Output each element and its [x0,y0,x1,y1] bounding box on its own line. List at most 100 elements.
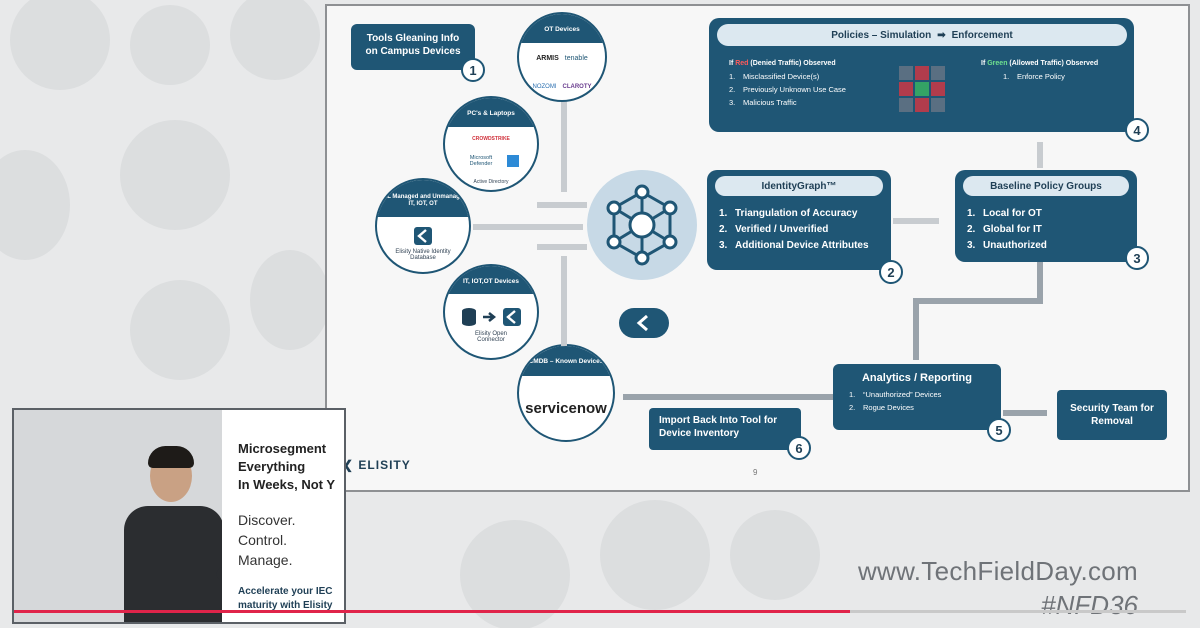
speaker-video: Microsegment Everything In Weeks, Not Y … [12,408,346,624]
connector-line [893,218,939,224]
policies-title-end: Enforcement [951,29,1013,41]
armis-logo: ARMIS [536,54,559,62]
banner-word: Manage. [238,552,293,568]
database-icon [462,308,476,327]
elisity-brand: ❮ ELISITY [343,458,411,472]
analytics-title: Analytics / Reporting [861,372,973,384]
policy-red-item: 1.Misclassified Device(s) [729,72,820,81]
conference-banner: Microsegment Everything In Weeks, Not Y … [222,410,344,622]
baseline-box: Baseline Policy Groups 1.Local for OT 2.… [955,170,1137,262]
ot-devices-node: OT Devices ARMIS tenable NOZOMI CLAROTY [517,12,607,102]
policies-title-start: Policies – Simulation [831,29,932,41]
presentation-slide: Tools Gleaning Info on Campus Devices 1 … [325,4,1190,492]
baseline-item: 3.Unauthorized [967,240,1047,251]
windows-icon [507,154,519,167]
connector-line [537,202,587,208]
policies-title: Policies – Simulation ➡ Enforcement [717,24,1127,46]
connector-line [561,102,567,192]
identity-hub [587,170,697,280]
servicenow-logo: servicenow [525,399,607,417]
connector-line [473,224,583,230]
connector-line [561,256,567,346]
techfieldday-url: www.TechFieldDay.com [857,556,1138,586]
managed-title: ALL Managed and Unmanaged IT, IOT, OT [377,180,469,217]
elisity-logo-icon [414,227,432,246]
connector-line [1037,142,1043,168]
step-number-1: 1 [461,58,485,82]
background-pattern-circle [250,250,330,350]
iot-caption: Elisity Open Connector [474,331,507,344]
background-pattern-circle [130,280,230,380]
background-pattern-circle [230,0,320,80]
background-pattern-circle [130,5,210,85]
arrow-right-icon: ➡ [937,29,946,41]
step-number-6: 6 [787,436,811,460]
banner-line: Microsegment [238,441,327,456]
policy-green-item: 1.Enforce Policy [1003,72,1065,81]
connector-line [537,244,587,250]
identity-item: 3.Additional Device Attributes [719,240,869,251]
import-label: Import Back Into Tool for Device Invento… [659,415,778,439]
baseline-title: Baseline Policy Groups [963,176,1129,196]
crowdstrike-logo: CROWDSTRIKE [472,136,510,143]
identitygraph-title: IdentityGraph™ [715,176,883,196]
slide-page-number: 9 [753,468,758,477]
identity-item: 2.Verified / Unverified [719,224,829,235]
background-pattern-circle [600,500,710,610]
arrow-right-icon [483,312,497,323]
baseline-item: 1.Local for OT [967,208,1042,219]
video-progress-played[interactable] [14,610,850,613]
banner-word: Control. [238,532,288,548]
connector-line [913,298,919,360]
policy-grid-icon [899,66,945,112]
policy-red-item: 2.Previously Unknown Use Case [729,85,846,94]
pcs-title: PC's & Laptops [445,98,537,128]
defender-logo: Microsoft Defender [469,154,493,167]
security-team-box: Security Team for Removal [1057,390,1167,440]
active-directory-label: Active Directory [473,178,509,185]
identitygraph-box: IdentityGraph™ 1.Triangulation of Accura… [707,170,891,270]
background-pattern-circle [120,120,230,230]
policies-box: Policies – Simulation ➡ Enforcement If R… [709,18,1134,132]
step-number-2: 2 [879,260,903,284]
connector-line [1037,262,1043,302]
network-hub-icon [606,184,678,266]
analytics-item: 1.“Unauthorized” Devices [849,390,942,399]
connector-line [913,298,1043,304]
analytics-box: Analytics / Reporting 1.“Unauthorized” D… [833,364,1001,430]
policies-green-section: If Green (Allowed Traffic) Observed 1.En… [981,60,1099,81]
tools-box-label: Tools Gleaning Info on Campus Devices [365,33,461,57]
banner-word: Discover. [238,512,296,528]
nozomi-logo: NOZOMI [532,84,557,91]
policy-red-item: 3.Malicious Traffic [729,98,797,107]
tenable-logo: tenable [564,54,588,62]
security-team-label: Security Team for Removal [1070,403,1154,427]
claroty-logo: CLAROTY [562,84,592,91]
step-number-4: 4 [1125,118,1149,142]
iot-devices-node: IT, IOT,OT Devices Elisity Open Connecto… [443,264,539,360]
connector-line [623,394,833,400]
cloud-icon [619,308,669,338]
policies-red-section: If Red (Denied Traffic) Observed 1.Miscl… [729,60,846,107]
cmdb-node: CMDB – Known Devices servicenow [517,344,615,442]
banner-line: In Weeks, Not Y [238,477,336,492]
video-progress-remaining[interactable] [850,610,1186,613]
event-hashtag: #NFD36 [1041,590,1138,620]
banner-line: Everything [238,459,306,474]
speaker-figure [104,446,284,622]
managed-devices-node: ALL Managed and Unmanaged IT, IOT, OT El… [375,178,471,274]
pcs-laptops-node: PC's & Laptops CROWDSTRIKE Microsoft Def… [443,96,539,192]
elisity-chevron-icon: ❮ [343,458,355,472]
iot-title: IT, IOT,OT Devices [445,266,537,294]
managed-caption: Elisity Native Identity Database [395,249,451,262]
import-box: Import Back Into Tool for Device Invento… [649,408,801,450]
background-pattern-circle [730,510,820,600]
banner-foot-line: maturity with Elisity [238,600,333,611]
identity-item: 1.Triangulation of Accuracy [719,208,858,219]
baseline-item: 2.Global for IT [967,224,1042,235]
tools-box: Tools Gleaning Info on Campus Devices [351,24,475,70]
connector-line [1003,410,1047,416]
background-pattern-circle [0,150,70,260]
step-number-3: 3 [1125,246,1149,270]
ot-devices-title: OT Devices [519,14,605,44]
